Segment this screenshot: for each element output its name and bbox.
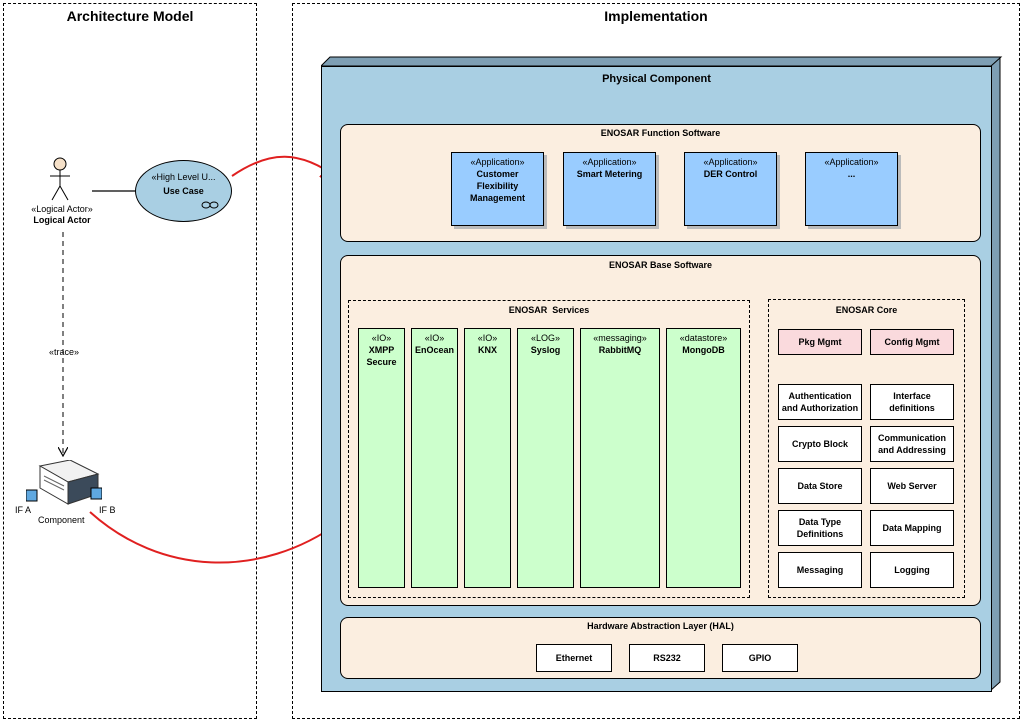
- service-stereotype: «IO»: [424, 333, 445, 343]
- service-name: KNX: [477, 345, 497, 355]
- app-name: DER Control: [703, 169, 758, 179]
- device-icon: [26, 460, 102, 505]
- core-block-data-type-definitions[interactable]: Data Type Definitions: [778, 510, 862, 546]
- service-name: Syslog: [530, 345, 561, 355]
- link-icon: [201, 201, 219, 209]
- service-knx[interactable]: «IO» KNX: [464, 328, 511, 588]
- function-software-title: ENOSAR Function Software: [600, 128, 721, 138]
- use-case-ellipse[interactable]: [135, 160, 232, 222]
- app-customer-flexibility[interactable]: «Application» Customer Flexibility Manag…: [451, 152, 544, 226]
- hal-gpio[interactable]: GPIO: [722, 644, 798, 672]
- stick-figure-icon: [50, 157, 70, 201]
- core-block-data-mapping[interactable]: Data Mapping: [870, 510, 954, 546]
- architecture-model-frame: [3, 3, 257, 719]
- core-block-data-store[interactable]: Data Store: [778, 468, 862, 504]
- component-to-base-arrow: [89, 511, 340, 564]
- app-stereotype: «Application»: [703, 157, 758, 167]
- service-stereotype: «LOG»: [530, 333, 561, 343]
- service-name: MongoDB: [682, 345, 725, 355]
- actor-name: Logical Actor: [33, 215, 91, 225]
- implementation-title: Implementation: [604, 8, 708, 24]
- service-enocean[interactable]: «IO» EnOcean: [411, 328, 458, 588]
- app-stereotype: «Application»: [470, 157, 525, 167]
- hal-rs232[interactable]: RS232: [629, 644, 705, 672]
- physical-component-title: Physical Component: [602, 73, 711, 85]
- hal-ethernet[interactable]: Ethernet: [536, 644, 612, 672]
- implementation-frame: [292, 3, 1020, 719]
- core-block-messaging[interactable]: Messaging: [778, 552, 862, 588]
- core-block-web-server[interactable]: Web Server: [870, 468, 954, 504]
- if-b-label: IF B: [99, 505, 116, 515]
- service-name: EnOcean: [414, 345, 454, 355]
- service-xmpp-secure[interactable]: «IO» XMPP Secure: [358, 328, 405, 588]
- actor-stereotype: «Logical Actor»: [31, 204, 93, 214]
- app-name: Smart Metering: [576, 169, 643, 179]
- usecase-name: Use Case: [163, 186, 204, 196]
- core-block-logging[interactable]: Logging: [870, 552, 954, 588]
- service-rabbitmq[interactable]: «messaging» RabbitMQ: [580, 328, 660, 588]
- service-syslog[interactable]: «LOG» Syslog: [517, 328, 574, 588]
- app-name: ...: [847, 169, 856, 179]
- if-a-label: IF A: [15, 505, 32, 515]
- core-title: ENOSAR Core: [835, 305, 898, 315]
- base-software-title: ENOSAR Base Software: [608, 260, 713, 270]
- app-name: Customer Flexibility Management: [469, 169, 525, 203]
- app-ellipsis[interactable]: «Application» ...: [805, 152, 898, 226]
- pkg-mgmt-block[interactable]: Pkg Mgmt: [778, 329, 862, 355]
- service-stereotype: «IO»: [477, 333, 498, 343]
- service-mongodb[interactable]: «datastore» MongoDB: [666, 328, 741, 588]
- services-package[interactable]: [348, 300, 750, 598]
- core-package[interactable]: [768, 299, 965, 598]
- service-name: RabbitMQ: [598, 345, 642, 355]
- app-smart-metering[interactable]: «Application» Smart Metering: [563, 152, 656, 226]
- app-stereotype: «Application»: [824, 157, 879, 167]
- core-block-crypto[interactable]: Crypto Block: [778, 426, 862, 462]
- service-stereotype: «messaging»: [593, 333, 647, 343]
- app-der-control[interactable]: «Application» DER Control: [684, 152, 777, 226]
- app-stereotype: «Application»: [582, 157, 637, 167]
- service-stereotype: «datastore»: [679, 333, 728, 343]
- core-block-authentication[interactable]: Authentication and Authorization: [778, 384, 862, 420]
- service-stereotype: «IO»: [371, 333, 392, 343]
- architecture-model-title: Architecture Model: [66, 8, 194, 24]
- trace-label: «trace»: [48, 347, 80, 357]
- core-block-communication[interactable]: Communication and Addressing: [870, 426, 954, 462]
- config-mgmt-block[interactable]: Config Mgmt: [870, 329, 954, 355]
- hal-title: Hardware Abstraction Layer (HAL): [587, 621, 734, 631]
- service-name: XMPP Secure: [366, 345, 397, 367]
- component-name: Component: [38, 515, 85, 525]
- usecase-stereotype: «High Level U...: [151, 172, 216, 182]
- core-block-interface-definitions[interactable]: Interface definitions: [870, 384, 954, 420]
- services-title: ENOSAR Services: [508, 305, 590, 315]
